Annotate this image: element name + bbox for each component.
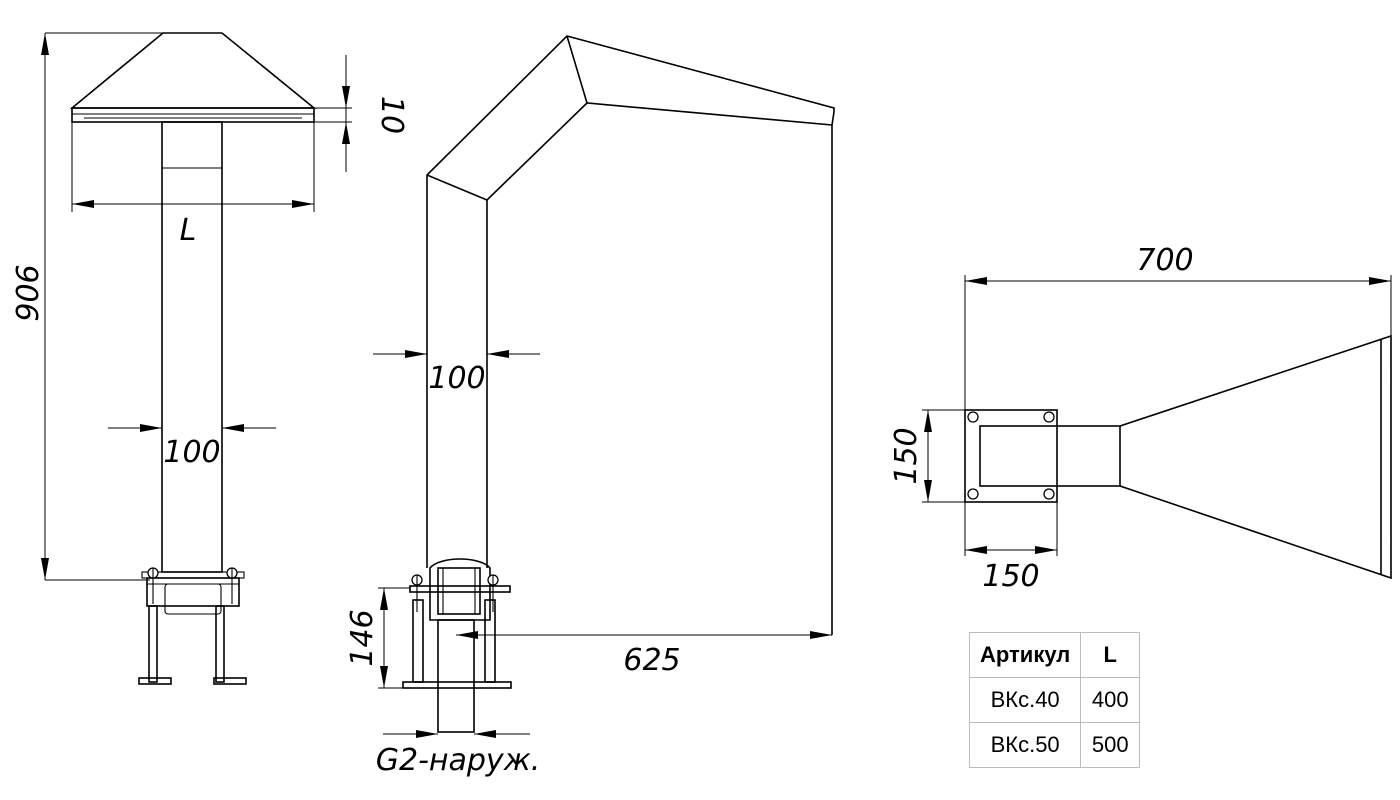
dim-top-length: 700 [1136, 243, 1193, 278]
side-view: 100 146 625 G2-наруж. [345, 35, 835, 778]
article-table: Артикул L ВКс.40 400 ВКс.50 500 [968, 632, 1141, 768]
front-cap-ring [71, 107, 315, 123]
top-view: 700 150 150 [889, 243, 1392, 594]
side-body-outline [426, 35, 835, 635]
dim-height-total: 906 [11, 264, 46, 321]
dim-pipe-side: 100 [428, 361, 485, 396]
front-view: 906 10 L 100 [11, 32, 409, 685]
dim-base-height: 146 [345, 609, 380, 666]
table-row: ВКс.40 400 [968, 677, 1141, 723]
table-cell: ВКс.40 [968, 677, 1082, 723]
dim-flange-width: 150 [982, 559, 1039, 594]
bolt-icon [1043, 488, 1055, 500]
table-header-cell: Артикул [968, 632, 1082, 678]
front-leg-right [215, 605, 225, 683]
front-pipe [161, 121, 223, 573]
front-base-flange [146, 577, 240, 607]
dim-flange-height: 150 [889, 427, 924, 484]
table-cell: ВКс.50 [968, 722, 1082, 768]
dim-cap-ring: 10 [374, 96, 409, 134]
table-cell: 500 [1080, 722, 1141, 768]
table-header-row: Артикул L [968, 632, 1141, 678]
dim-pipe-front: 100 [163, 435, 220, 470]
table-header-cell: L [1080, 632, 1141, 678]
bolt-icon [967, 488, 979, 500]
front-leg-left [148, 605, 158, 683]
bolt-icon [967, 411, 979, 423]
table-cell: 400 [1080, 677, 1141, 723]
top-flange [964, 409, 1058, 503]
table-row: ВКс.50 500 [968, 722, 1141, 768]
dim-reach: 625 [623, 643, 680, 678]
dim-thread: G2-наруж. [376, 743, 541, 778]
side-base-coupling [429, 558, 491, 621]
top-cone [1119, 334, 1392, 580]
dim-width-L: L [180, 213, 197, 248]
front-cap-cone [69, 32, 317, 109]
bolt-icon [1043, 411, 1055, 423]
